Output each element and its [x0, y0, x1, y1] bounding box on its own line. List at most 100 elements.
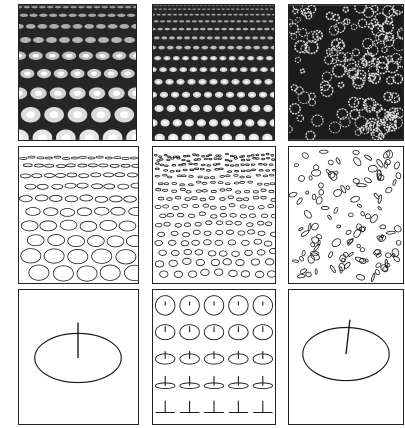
- texel-highlight: [24, 71, 30, 75]
- texel-ellipse: [164, 222, 170, 226]
- texel-ellipse: [163, 205, 169, 208]
- texel-blob: [214, 36, 220, 39]
- texel-highlight: [262, 68, 265, 70]
- texel-ellipse: [247, 155, 250, 157]
- texel-ellipse: [251, 154, 254, 156]
- texel-ellipse: [60, 209, 74, 217]
- texel-ellipse: [118, 184, 129, 189]
- texel-ellipse: [247, 223, 253, 227]
- texel-blob: [228, 46, 235, 50]
- texel-highlight: [221, 57, 224, 59]
- texel-ellipse: [104, 184, 115, 189]
- texel-ellipse: [185, 198, 191, 201]
- texel-blob: [84, 24, 94, 29]
- texel-ellipse: [272, 159, 275, 161]
- texel-contour: [298, 227, 303, 231]
- texel-ellipse: [21, 221, 38, 231]
- texel-ellipse: [164, 183, 169, 185]
- texel-ellipse: [241, 159, 244, 161]
- texel-ellipse: [202, 182, 207, 184]
- texel-ellipse: [182, 159, 185, 161]
- texel-ellipse: [92, 184, 103, 189]
- texel-contour: [328, 251, 334, 258]
- texel-highlight: [35, 91, 42, 96]
- texel-ellipse: [234, 156, 237, 158]
- texel-contour: [296, 197, 303, 205]
- texel-blob: [267, 36, 273, 39]
- texel-contour: [356, 244, 361, 249]
- texel-blob: [117, 14, 125, 17]
- texel-highlight: [49, 54, 55, 58]
- texel-highlight: [165, 57, 168, 59]
- texel-highlight: [252, 136, 257, 140]
- texel-blob: [184, 46, 191, 50]
- texel-highlight: [250, 93, 254, 96]
- dense-texel-ellipses-drawing: [153, 147, 275, 283]
- texel-blob: [49, 14, 57, 17]
- texel-ellipse: [156, 188, 161, 190]
- texel-highlight: [234, 81, 238, 84]
- texel-contour: [364, 154, 373, 161]
- texel-ellipse: [270, 232, 275, 236]
- texel-ellipse: [209, 158, 212, 160]
- texel-blob: [178, 8, 182, 9]
- texel-highlight: [203, 57, 206, 59]
- texel-ellipse: [234, 174, 239, 176]
- texel-blob: [237, 20, 242, 22]
- texel-contour: [303, 209, 313, 219]
- texel-blob: [37, 24, 47, 29]
- texel-ellipse: [220, 207, 226, 210]
- texel-ellipse: [62, 158, 69, 160]
- texel-ellipse: [216, 221, 222, 225]
- texel-ellipse: [164, 154, 167, 156]
- texel-ellipse: [259, 163, 263, 165]
- texel-ellipse: [183, 169, 187, 171]
- texel-ellipse: [241, 170, 245, 172]
- texel-ellipse: [99, 164, 108, 167]
- texel-ellipse: [45, 164, 54, 167]
- texel-blob: [154, 36, 160, 39]
- texel-ellipse: [269, 248, 275, 253]
- texel-blob: [127, 14, 135, 17]
- texel-highlight: [230, 107, 234, 110]
- texel-blob: [72, 37, 83, 43]
- texel-highlight: [260, 121, 264, 124]
- texel-ellipse: [258, 206, 264, 209]
- texel-contour: [333, 207, 338, 214]
- regular-perspective-texture-panel: [18, 4, 137, 141]
- texel-ellipse: [121, 164, 130, 167]
- texel-highlight: [169, 107, 173, 110]
- texel-ellipse: [236, 191, 241, 193]
- texel-ellipse: [234, 158, 237, 160]
- texel-blob: [125, 6, 132, 8]
- texel-ellipse: [181, 241, 189, 246]
- texel-ellipse: [219, 168, 223, 170]
- texel-blob: [255, 8, 259, 9]
- texel-blob: [39, 6, 46, 8]
- texel-ellipse: [240, 176, 245, 178]
- random-texture-image: [289, 5, 403, 140]
- texel-ellipse: [155, 163, 159, 165]
- texel-blob: [205, 20, 210, 22]
- texel-contour: [305, 271, 312, 277]
- texel-ellipse: [257, 250, 265, 255]
- texel-highlight: [252, 68, 255, 70]
- texel-blob: [244, 14, 248, 16]
- texel-ellipse: [77, 208, 91, 216]
- texel-ellipse: [182, 233, 189, 237]
- texel-blob: [184, 14, 188, 16]
- texel-blob: [249, 20, 254, 22]
- texel-ellipse: [160, 214, 166, 218]
- regular-perspective-texture-image: [19, 5, 136, 140]
- texel-blob: [161, 36, 167, 39]
- texel-contour: [289, 191, 297, 197]
- texel-blob: [117, 6, 124, 8]
- texel-ellipse: [68, 249, 88, 263]
- texel-blob: [186, 28, 191, 31]
- texel-highlight: [184, 136, 189, 140]
- texel-ellipse: [110, 164, 119, 167]
- texel-ellipse: [261, 189, 266, 191]
- texel-ellipse: [267, 271, 275, 277]
- texel-ellipse: [236, 259, 244, 265]
- texel-highlight: [184, 93, 188, 96]
